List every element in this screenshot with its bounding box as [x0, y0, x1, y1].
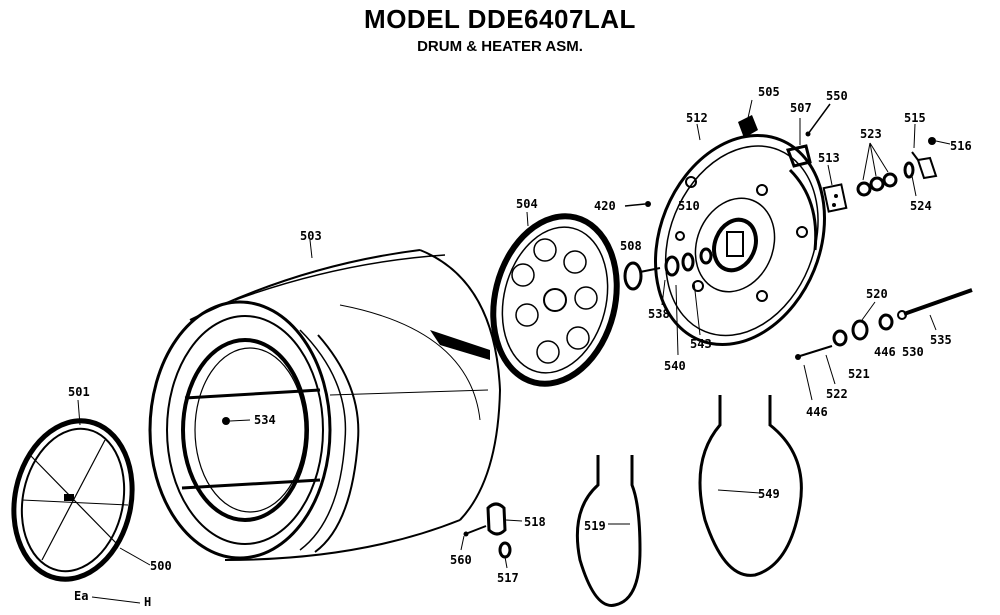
label-ea: Ea — [74, 589, 88, 603]
label-513: 513 — [818, 151, 840, 165]
drum-hub-parts — [623, 201, 713, 356]
label-504: 504 — [516, 197, 538, 211]
heater-terminal-parts — [795, 288, 973, 401]
label-534: 534 — [254, 413, 276, 427]
label-515: 515 — [904, 111, 926, 125]
label-516: 516 — [950, 139, 972, 153]
label-518: 518 — [524, 515, 546, 529]
label-522: 522 — [826, 387, 848, 401]
label-523: 523 — [860, 127, 882, 141]
label-519: 519 — [584, 519, 606, 533]
label-530: 530 — [902, 345, 924, 359]
label-446-lower: 446 — [806, 405, 828, 419]
diagram-title: MODEL DDE6407LAL — [364, 4, 636, 34]
label-549: 549 — [758, 487, 780, 501]
dryer-drum — [148, 239, 502, 561]
rear-bulkhead-disc — [490, 211, 620, 387]
rear-bulkhead — [654, 123, 826, 347]
label-543: 543 — [690, 337, 712, 351]
label-521: 521 — [848, 367, 870, 381]
label-540: 540 — [664, 359, 686, 373]
label-535: 535 — [930, 333, 952, 347]
label-560: 560 — [450, 553, 472, 567]
label-538: 538 — [648, 307, 670, 321]
label-510: 510 — [678, 199, 700, 213]
label-500: 500 — [150, 559, 172, 573]
label-446-upper: 446 — [874, 345, 896, 359]
label-520: 520 — [866, 287, 888, 301]
part-number-labels: 501 500 503 534 504 508 538 540 543 420 … — [68, 85, 972, 609]
front-seal-ring — [11, 399, 151, 604]
label-550: 550 — [826, 89, 848, 103]
label-505: 505 — [758, 85, 780, 99]
upper-right-hardware — [738, 99, 951, 213]
label-524: 524 — [910, 199, 932, 213]
label-508: 508 — [620, 239, 642, 253]
label-512: 512 — [686, 111, 708, 125]
label-420: 420 — [594, 199, 616, 213]
label-503: 503 — [300, 229, 322, 243]
label-517: 517 — [497, 571, 519, 585]
label-507: 507 — [790, 101, 812, 115]
diagram-subtitle: DRUM & HEATER ASM. — [417, 38, 583, 55]
label-h: H — [144, 595, 151, 609]
label-501: 501 — [68, 385, 90, 399]
bottom-center-hardware — [460, 502, 523, 569]
heater-coils — [575, 395, 803, 607]
